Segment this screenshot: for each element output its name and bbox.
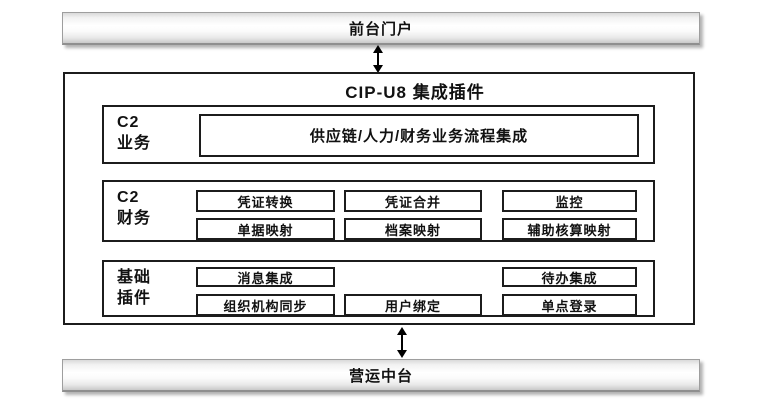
front-portal-label: 前台门户	[348, 20, 413, 38]
plugin-box-message-integration: 消息集成	[196, 267, 335, 287]
group-base-plugins-label: 基础 插件	[117, 267, 151, 309]
plugin-box-label: 单点登录	[541, 298, 598, 314]
group-c2-finance: C2 财务 凭证转换 凭证合并 监控 单据映射 档案映射 辅助核算映射	[102, 180, 655, 242]
plugin-box-label: 档案映射	[384, 222, 441, 238]
plugin-box-label: 用户绑定	[384, 298, 441, 314]
arrow-shaft	[377, 51, 379, 67]
group-label-line2: 财务	[117, 210, 152, 227]
operations-platform-label: 营运中台	[348, 367, 413, 385]
plugin-box-monitoring: 监控	[502, 190, 637, 212]
plugin-box-aux-accounting-mapping: 辅助核算映射	[502, 218, 637, 240]
group-c2-business-label: C2 业务	[117, 112, 151, 154]
plugin-box-label: 消息集成	[237, 270, 294, 286]
arrow-up-head	[373, 45, 383, 53]
group-label-line1: 基础	[117, 269, 152, 286]
group-c2-business: C2 业务 供应链/人力/财务业务流程集成	[102, 105, 655, 164]
plugin-box-voucher-conversion: 凭证转换	[196, 190, 335, 212]
group-label-line1: C2	[117, 114, 140, 131]
plugin-box-label: 凭证转换	[237, 194, 294, 210]
arrow-up-head	[397, 327, 407, 335]
plugin-box-todo-integration: 待办集成	[502, 267, 637, 287]
group-label-line2: 插件	[117, 290, 152, 307]
front-portal-bar: 前台门户	[62, 12, 700, 45]
plugin-box-label: 辅助核算映射	[527, 222, 612, 238]
group-base-plugins: 基础 插件 消息集成 待办集成 组织机构同步 用户绑定 单点登录	[102, 260, 655, 317]
diagram-title: CIP-U8 集成插件	[345, 83, 485, 102]
plugin-box-label: 组织机构同步	[223, 298, 308, 314]
arrow-shaft	[401, 333, 403, 352]
plugin-box-business-process-integration: 供应链/人力/财务业务流程集成	[199, 114, 639, 157]
plugin-box-org-sync: 组织机构同步	[196, 294, 335, 316]
plugin-box-label: 凭证合并	[384, 194, 441, 210]
plugin-box-document-mapping: 单据映射	[196, 218, 335, 240]
plugin-box-single-sign-on: 单点登录	[502, 294, 637, 316]
operations-platform-bar: 营运中台	[62, 359, 700, 392]
arrow-down-head	[373, 65, 383, 73]
vertical-double-arrow-icon	[372, 45, 384, 73]
vertical-double-arrow-icon	[396, 327, 408, 358]
plugin-box-voucher-merge: 凭证合并	[344, 190, 482, 212]
plugin-box-archive-mapping: 档案映射	[344, 218, 482, 240]
plugin-box-label: 监控	[555, 194, 584, 210]
cip-u8-plugin-container: CIP-U8 集成插件 C2 业务 供应链/人力/财务业务流程集成 C2 财务 …	[63, 72, 695, 325]
group-label-line2: 业务	[117, 135, 152, 152]
arrow-down-head	[397, 350, 407, 358]
group-label-line1: C2	[117, 189, 140, 206]
plugin-box-user-binding: 用户绑定	[344, 294, 482, 316]
plugin-box-label: 单据映射	[237, 222, 294, 238]
plugin-box-label: 供应链/人力/财务业务流程集成	[309, 128, 529, 145]
group-c2-finance-label: C2 财务	[117, 187, 151, 229]
plugin-box-label: 待办集成	[541, 270, 598, 286]
